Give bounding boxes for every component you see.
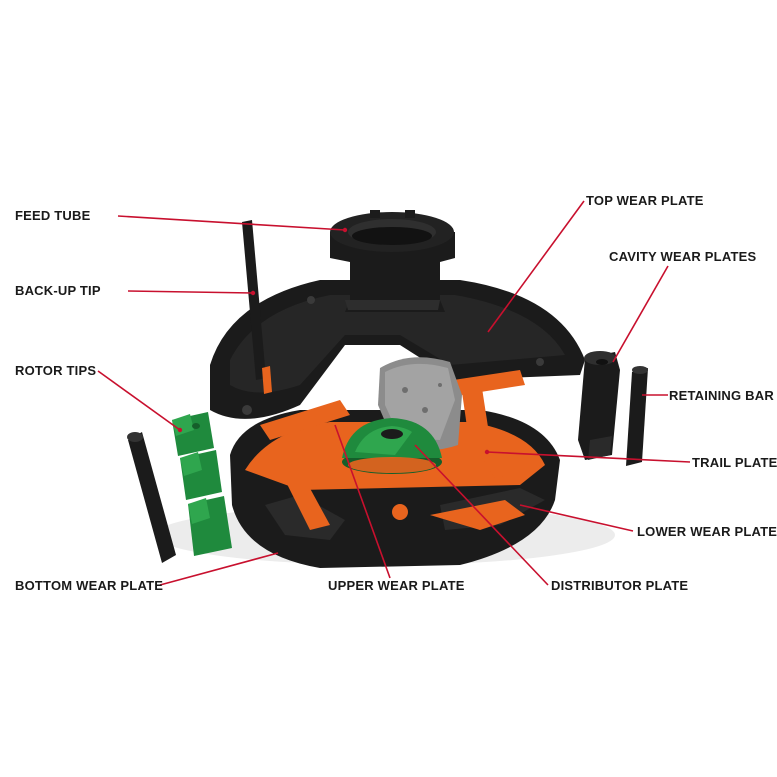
leader-end-feed-tube [342, 227, 348, 233]
back-up-tip-shape [242, 220, 266, 380]
leader-end-rotor-tips [177, 427, 183, 433]
leader-bottom-wear-plate [159, 552, 279, 586]
rotor-tips-shape [172, 412, 232, 556]
trail-plate-shape [462, 388, 490, 448]
leader-end-back-up-tip [250, 290, 256, 296]
label-rotor-tips: ROTOR TIPS [15, 363, 97, 378]
leader-lower-wear-plate [519, 504, 634, 532]
label-retaining-bar: RETAINING BAR [669, 388, 774, 403]
leader-distributor-plate [414, 444, 549, 586]
leader-trail-plate [486, 451, 691, 463]
label-bottom-wear-plate: BOTTOM WEAR PLATE [15, 578, 164, 593]
cavity-wear-plates-shape [578, 351, 620, 460]
leader-back-up-tip [127, 290, 254, 294]
label-lower-wear-plate: LOWER WEAR PLATE [637, 524, 777, 539]
label-distributor-plate: DISTRIBUTOR PLATE [551, 578, 689, 593]
label-upper-wear-plate: UPPER WEAR PLATE [328, 578, 465, 593]
back-up-tip-accent [262, 366, 272, 394]
feed-tube-shape [330, 210, 455, 312]
label-top-wear-plate: TOP WEAR PLATE [586, 193, 704, 208]
leader-lines [97, 200, 691, 586]
leader-feed-tube [117, 215, 346, 231]
label-cavity-wear-plates: CAVITY WEAR PLATES [609, 249, 757, 264]
leader-cavity-wear-plates [612, 265, 669, 363]
leader-end-trail-plate [484, 449, 490, 455]
label-feed-tube: FEED TUBE [15, 208, 91, 223]
label-back-up-tip: BACK-UP TIP [15, 283, 101, 298]
leader-top-wear-plate [487, 200, 585, 333]
left-retaining-bar-shape [127, 432, 176, 563]
leader-rotor-tips [97, 370, 181, 431]
right-retaining-bar-shape [626, 366, 648, 466]
label-trail-plate: TRAIL PLATE [692, 455, 777, 470]
leader-upper-wear-plate [334, 424, 391, 579]
